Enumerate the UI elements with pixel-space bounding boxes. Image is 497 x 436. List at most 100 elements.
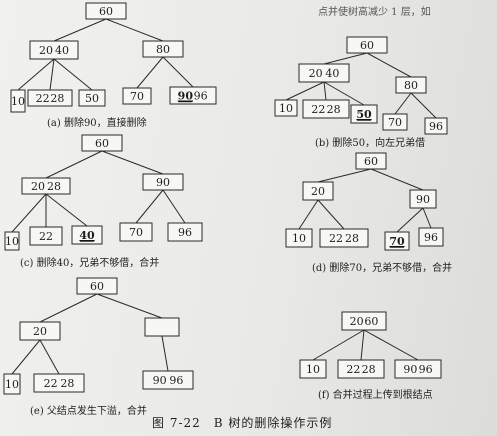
node-key: 80 bbox=[404, 79, 418, 92]
btree-node bbox=[144, 317, 180, 337]
node-key: 90 bbox=[416, 193, 430, 206]
btree-node: 96 bbox=[418, 227, 444, 247]
tree-edge bbox=[410, 92, 437, 119]
btree-node: 60 bbox=[81, 134, 123, 152]
node-key: 28 bbox=[47, 180, 61, 193]
node-box bbox=[142, 173, 184, 191]
node-key: 70 bbox=[129, 226, 143, 239]
node-box bbox=[142, 370, 194, 390]
tree-edge bbox=[162, 189, 186, 224]
node-box bbox=[71, 225, 103, 245]
node-box bbox=[341, 311, 387, 331]
tree-edge bbox=[39, 293, 98, 323]
node-key: 40 bbox=[79, 229, 95, 242]
node-box bbox=[274, 99, 298, 117]
node-box bbox=[144, 317, 180, 337]
node-box bbox=[29, 226, 63, 246]
btree-node: 70 bbox=[122, 87, 152, 105]
btree-node: 50 bbox=[350, 104, 378, 124]
node-key: 10 bbox=[292, 232, 306, 245]
node-box bbox=[167, 222, 203, 242]
node-box bbox=[85, 2, 127, 20]
node-key: 50 bbox=[356, 108, 372, 121]
btree-node: 20 bbox=[302, 181, 334, 201]
header-text-fragment: 点并使树高减少 1 层，如 bbox=[318, 7, 431, 18]
tree-edge bbox=[394, 92, 412, 115]
node-key: 90 bbox=[153, 374, 167, 387]
node-box bbox=[10, 89, 26, 113]
node-key: 96 bbox=[178, 226, 192, 239]
tree-edge bbox=[49, 58, 55, 91]
node-box bbox=[409, 189, 437, 209]
node-box bbox=[350, 104, 378, 124]
node-box bbox=[169, 86, 217, 105]
tree-edge bbox=[136, 56, 164, 89]
node-box bbox=[21, 177, 71, 195]
figure-caption: 图 7-22 B 树的删除操作示例 bbox=[152, 416, 333, 430]
node-key: 20 bbox=[33, 325, 47, 338]
node-key: 10 bbox=[279, 102, 293, 115]
tree-edge bbox=[53, 18, 107, 42]
node-key: 90 bbox=[403, 363, 417, 376]
node-key: 90 bbox=[156, 176, 170, 189]
node-key: 60 bbox=[364, 155, 378, 168]
node-key: 50 bbox=[85, 92, 99, 105]
btree-node: 40 bbox=[71, 225, 103, 245]
node-key: 22 bbox=[346, 363, 360, 376]
node-key: 40 bbox=[55, 44, 69, 57]
node-key: 60 bbox=[364, 315, 378, 328]
node-box bbox=[81, 134, 123, 152]
node-key: 70 bbox=[389, 235, 405, 248]
node-box bbox=[122, 87, 152, 105]
node-key: 28 bbox=[327, 103, 341, 116]
node-box bbox=[3, 373, 21, 395]
node-box bbox=[355, 152, 387, 170]
btree-node: 20 bbox=[19, 321, 61, 341]
node-key: 10 bbox=[5, 235, 19, 248]
node-key: 96 bbox=[169, 374, 183, 387]
node-key: 28 bbox=[345, 232, 359, 245]
btree-node: 50 bbox=[78, 89, 106, 107]
caption-b: (b) 删除50，向左兄弟借 bbox=[315, 138, 426, 149]
tree-edge bbox=[396, 207, 424, 233]
caption-d: (d) 删除70，兄弟不够借，合并 bbox=[312, 263, 453, 274]
btree-node: 10 bbox=[4, 231, 20, 251]
tree-edge bbox=[162, 56, 194, 88]
tree-edge bbox=[370, 168, 424, 191]
node-key: 20 bbox=[39, 44, 53, 57]
node-key: 96 bbox=[194, 90, 208, 103]
node-key: 10 bbox=[306, 363, 320, 376]
node-key: 28 bbox=[60, 377, 74, 390]
node-box bbox=[418, 227, 444, 247]
node-box bbox=[346, 36, 388, 54]
tree-edge bbox=[323, 52, 368, 65]
node-box bbox=[29, 40, 79, 60]
node-key: 22 bbox=[311, 103, 325, 116]
node-key: 20 bbox=[309, 67, 323, 80]
tree-edge bbox=[101, 150, 164, 175]
tree-edge bbox=[11, 193, 47, 233]
node-box bbox=[76, 277, 118, 295]
tree-edge bbox=[360, 329, 365, 361]
node-key: 22 bbox=[44, 377, 58, 390]
btree-node: 60 bbox=[85, 2, 127, 20]
caption-c: (c) 删除40，兄弟不够借，合并 bbox=[20, 258, 160, 269]
tree-edge bbox=[312, 329, 365, 361]
node-box bbox=[299, 359, 327, 379]
node-key: 28 bbox=[50, 92, 64, 105]
node-key: 22 bbox=[36, 92, 50, 105]
node-key: 80 bbox=[156, 43, 170, 56]
btree-node: 10 bbox=[274, 99, 298, 117]
node-box bbox=[142, 40, 184, 58]
tree-edge bbox=[45, 150, 103, 179]
tree-edge bbox=[298, 199, 319, 230]
